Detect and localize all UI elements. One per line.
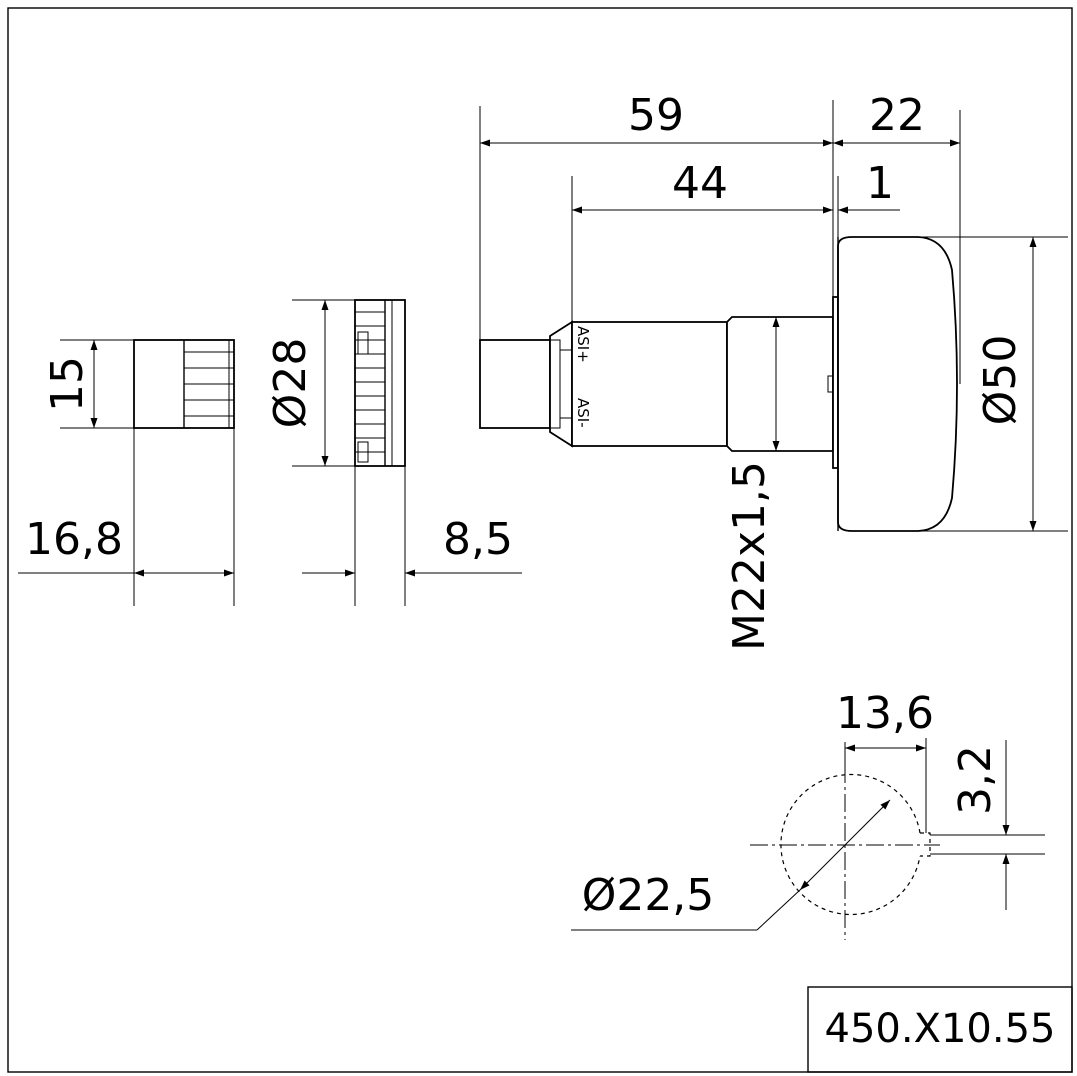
terminal-labels: ASI+ ASI- (574, 326, 592, 428)
dimension-13-6: 13,6 (836, 688, 934, 833)
small-cap (133, 339, 235, 429)
svg-text:44: 44 (672, 158, 728, 209)
svg-text:16,8: 16,8 (25, 514, 123, 565)
svg-text:15: 15 (42, 356, 93, 412)
dimension-15: 15 (42, 339, 134, 429)
svg-text:13,6: 13,6 (836, 688, 934, 739)
dimension-3-2: 3,2 (930, 740, 1045, 910)
svg-text:8,5: 8,5 (443, 514, 513, 565)
dimension-16-8: 16,8 (18, 340, 235, 606)
dimension-thread: M22x1,5 (724, 317, 780, 651)
drawing-frame (7, 7, 1073, 1073)
svg-text:Ø22,5: Ø22,5 (582, 870, 715, 921)
terminal-minus-label: ASI- (574, 398, 592, 428)
svg-text:1: 1 (866, 158, 894, 209)
svg-text:3,2: 3,2 (950, 745, 1001, 815)
dimension-59: 59 (479, 90, 834, 340)
terminal-plus-label: ASI+ (574, 326, 592, 363)
svg-text:22: 22 (869, 90, 925, 141)
dimension-8-5: 8,5 (302, 466, 522, 606)
title-block: 450.X10.55 (807, 986, 1073, 1073)
dimension-1: 1 (837, 158, 900, 237)
main-body (479, 236, 958, 532)
ring-nut (354, 299, 406, 467)
svg-text:59: 59 (628, 90, 684, 141)
dimension-44: 44 (571, 158, 833, 322)
dimension-dia-28: Ø28 (265, 299, 355, 467)
drawing-number: 450.X10.55 (825, 1006, 1056, 1052)
dimension-22: 22 (833, 90, 961, 384)
dimension-dia-22-5: Ø22,5 (571, 799, 891, 931)
svg-text:Ø50: Ø50 (975, 335, 1026, 426)
svg-text:Ø28: Ø28 (265, 338, 316, 429)
dimension-dia-50: Ø50 (918, 236, 1068, 532)
svg-text:M22x1,5: M22x1,5 (724, 461, 775, 651)
panel-cutout (750, 765, 940, 940)
